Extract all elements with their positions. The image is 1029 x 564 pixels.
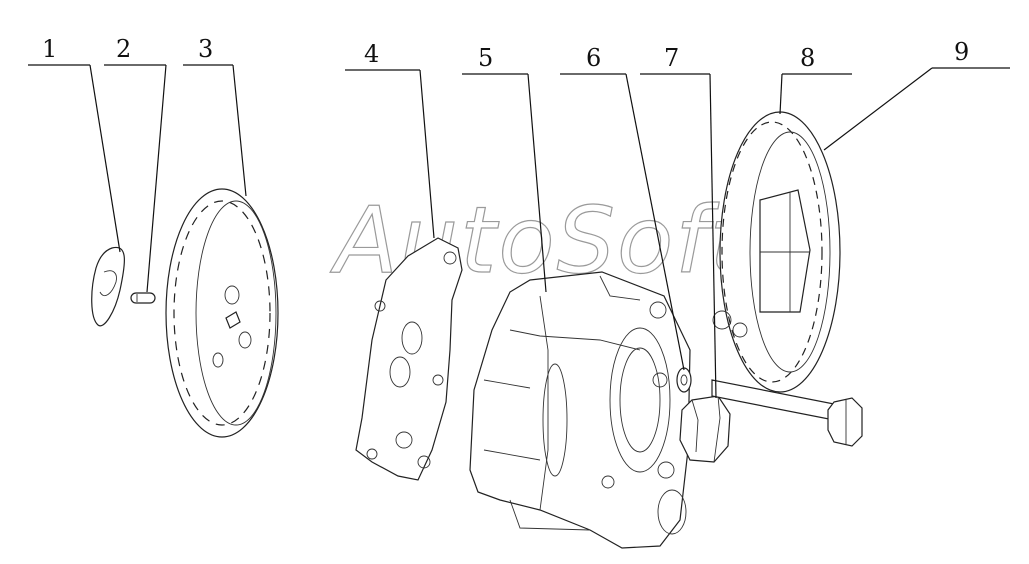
part-3-drive-gear xyxy=(165,188,279,438)
callout-9-label: 9 xyxy=(954,38,969,66)
callout-8-label: 8 xyxy=(800,44,815,72)
callout-3-label: 3 xyxy=(198,35,213,63)
callout-7-label: 7 xyxy=(664,44,679,72)
part-1-woodruff-key xyxy=(91,246,125,327)
part-7-nut xyxy=(679,395,731,463)
callouts: 1 2 3 4 5 6 7 8 9 xyxy=(28,35,1010,399)
callout-4-label: 4 xyxy=(364,40,379,68)
part-4-gasket xyxy=(355,237,463,481)
callout-5-label: 5 xyxy=(478,44,493,72)
part-9-bolt xyxy=(711,379,863,447)
callout-1-label: 1 xyxy=(42,35,57,63)
callout-6-label: 6 xyxy=(586,44,601,72)
callout-2-label: 2 xyxy=(116,35,131,63)
part-5-pump-housing xyxy=(469,271,691,549)
part-2-pin xyxy=(130,292,156,304)
part-8-driven-gear xyxy=(712,111,841,393)
part-6-washer xyxy=(676,367,692,393)
